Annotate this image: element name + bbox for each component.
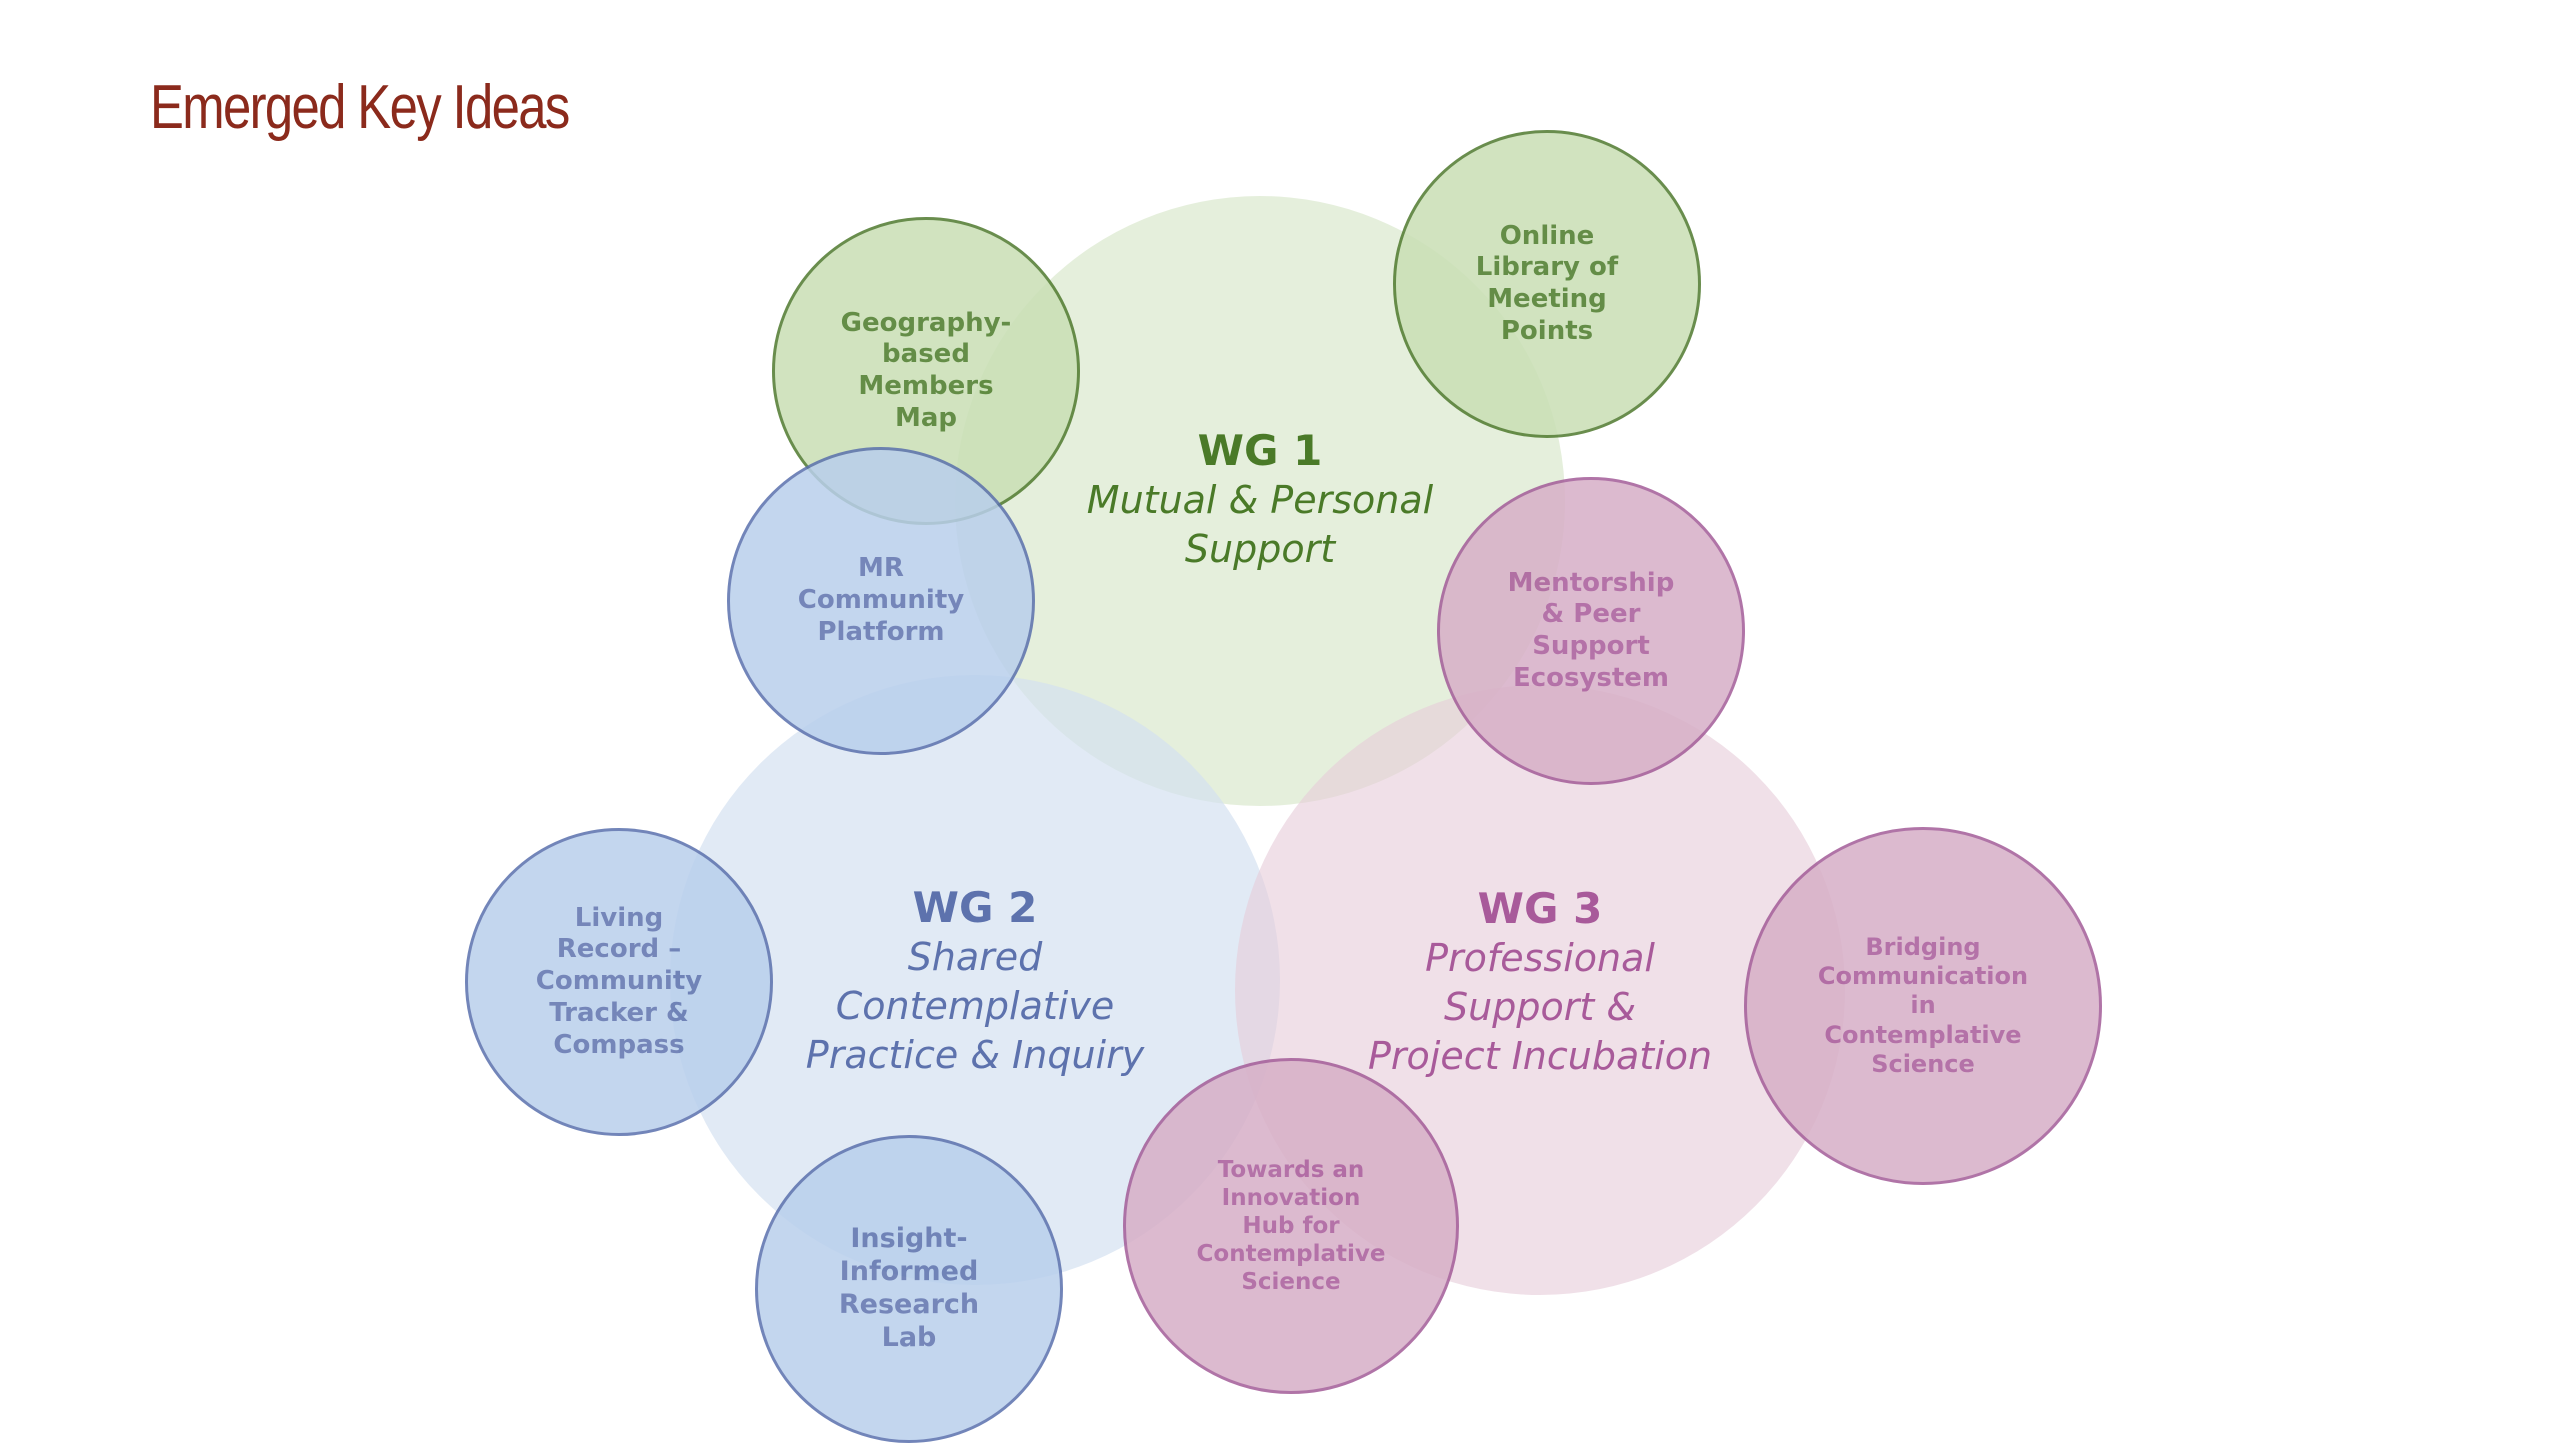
idea-mr-community-platform-label: MR Community Platform bbox=[797, 553, 965, 647]
idea-mentorship-ecosystem: Mentorship & Peer Support Ecosystem bbox=[1437, 477, 1745, 785]
wg3-name: WG 3 bbox=[1477, 884, 1603, 933]
wg2-name: WG 2 bbox=[912, 883, 1038, 932]
wg1-theme: Mutual & Personal Support bbox=[1086, 478, 1434, 572]
idea-innovation-hub: Towards an Innovation Hub for Contemplat… bbox=[1123, 1058, 1459, 1394]
wg3-theme: Professional Support & Project Incubatio… bbox=[1367, 936, 1713, 1078]
idea-online-library: Online Library of Meeting Points bbox=[1393, 130, 1701, 438]
wg1-name: WG 1 bbox=[1197, 426, 1323, 475]
idea-online-library-label: Online Library of Meeting Points bbox=[1475, 220, 1619, 346]
idea-innovation-hub-label: Towards an Innovation Hub for Contemplat… bbox=[1196, 1156, 1386, 1296]
wg2-label: WG 2 Shared Contemplative Practice & Inq… bbox=[725, 883, 1225, 1079]
idea-mentorship-ecosystem-label: Mentorship & Peer Support Ecosystem bbox=[1507, 567, 1675, 693]
idea-bridging-communication-label: Bridging Communication in Contemplative … bbox=[1817, 932, 2029, 1078]
idea-insight-research-lab: Insight- Informed Research Lab bbox=[755, 1135, 1063, 1443]
idea-insight-research-lab-label: Insight- Informed Research Lab bbox=[838, 1223, 980, 1353]
idea-living-record: Living Record – Community Tracker & Comp… bbox=[465, 828, 773, 1136]
wg3-label: WG 3 Professional Support & Project Incu… bbox=[1290, 884, 1790, 1080]
idea-bridging-communication: Bridging Communication in Contemplative … bbox=[1744, 827, 2102, 1185]
idea-geography-members-map-label: Geography- based Members Map bbox=[840, 307, 1012, 433]
wg2-theme: Shared Contemplative Practice & Inquiry bbox=[805, 935, 1145, 1077]
idea-mr-community-platform: MR Community Platform bbox=[727, 447, 1035, 755]
page-title: Emerged Key Ideas bbox=[150, 73, 570, 142]
wg1-label: WG 1 Mutual & Personal Support bbox=[1010, 426, 1510, 574]
idea-living-record-label: Living Record – Community Tracker & Comp… bbox=[535, 902, 703, 1060]
